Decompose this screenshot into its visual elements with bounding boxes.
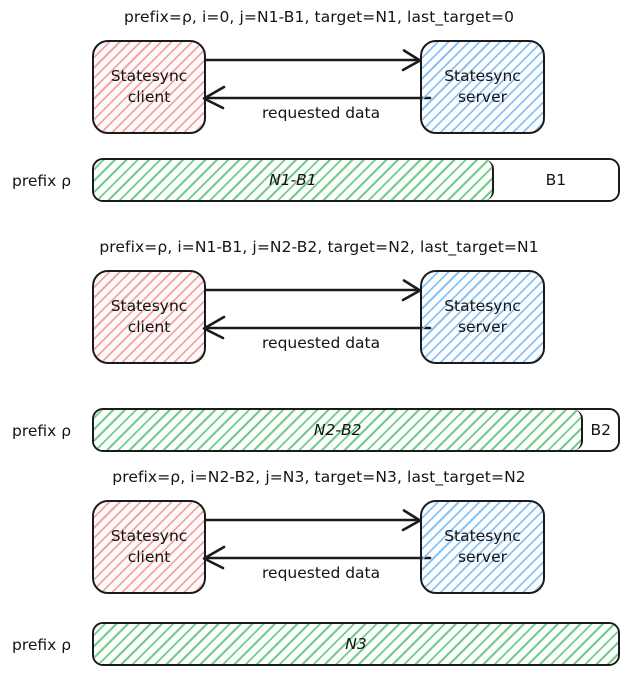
bar-segment-label: B1: [545, 171, 567, 189]
progress-bar-3: N3: [92, 622, 620, 666]
statesync-server-box: Statesync server: [420, 270, 545, 364]
bar-segment-label: N2-B2: [313, 421, 362, 439]
response-arrow-head: [202, 545, 226, 570]
progress-bar-2: N2-B2 B2: [92, 408, 620, 452]
bar-segment-filled: N1-B1: [94, 160, 494, 200]
round-caption: prefix=ρ, i=0, j=N1-B1, target=N1, last_…: [123, 8, 515, 26]
client-label-line1: Statesync: [110, 67, 188, 86]
request-arrow-head: [401, 509, 422, 532]
client-label-line2: client: [127, 548, 171, 566]
server-label-line2: server: [457, 88, 508, 106]
statesync-client-box: Statesync client: [92, 40, 206, 134]
statesync-client-box: Statesync client: [92, 500, 206, 594]
bar-prefix-label: prefix ρ: [12, 422, 72, 440]
sync-round-3: prefix=ρ, i=N2-B2, j=N3, target=N3, last…: [0, 460, 638, 682]
round-caption: prefix=ρ, i=N1-B1, j=N2-B2, target=N2, l…: [99, 238, 539, 256]
round-caption: prefix=ρ, i=N2-B2, j=N3, target=N3, last…: [112, 468, 526, 486]
response-arrow-head: [202, 85, 226, 110]
requested-data-label: requested data: [262, 564, 381, 582]
request-arrow-head: [401, 279, 422, 302]
bar-prefix-label: prefix ρ: [12, 172, 72, 190]
server-label-line2: server: [457, 318, 508, 336]
statesync-client-box: Statesync client: [92, 270, 206, 364]
bar-segment-filled: N3: [94, 624, 618, 664]
client-label-line1: Statesync: [110, 527, 188, 546]
sync-round-1: prefix=ρ, i=0, j=N1-B1, target=N1, last_…: [0, 0, 638, 230]
bar-segment-label: N1-B1: [269, 171, 317, 189]
server-label-line1: Statesync: [444, 527, 521, 546]
bar-segment-remaining: B1: [493, 160, 618, 200]
sync-round-2: prefix=ρ, i=N1-B1, j=N2-B2, target=N2, l…: [0, 230, 638, 460]
bar-segment-filled: N2-B2: [94, 410, 584, 450]
client-label-line2: client: [127, 318, 171, 336]
statesync-server-box: Statesync server: [420, 500, 545, 594]
client-label-line1: Statesync: [110, 297, 188, 316]
server-label-line1: Statesync: [444, 67, 521, 86]
statesync-server-box: Statesync server: [420, 40, 545, 134]
response-arrow-head: [202, 315, 226, 340]
bar-segment-label: B2: [590, 421, 611, 439]
requested-data-label: requested data: [262, 104, 381, 122]
request-arrow-head: [401, 49, 422, 72]
bar-segment-label: N3: [345, 635, 367, 653]
bar-segment-remaining: B2: [583, 410, 618, 450]
requested-data-label: requested data: [262, 334, 381, 352]
server-label-line2: server: [457, 548, 508, 566]
bar-prefix-label: prefix ρ: [12, 636, 72, 654]
progress-bar-1: N1-B1 B1: [92, 158, 620, 202]
server-label-line1: Statesync: [444, 297, 521, 316]
client-label-line2: client: [127, 88, 171, 106]
